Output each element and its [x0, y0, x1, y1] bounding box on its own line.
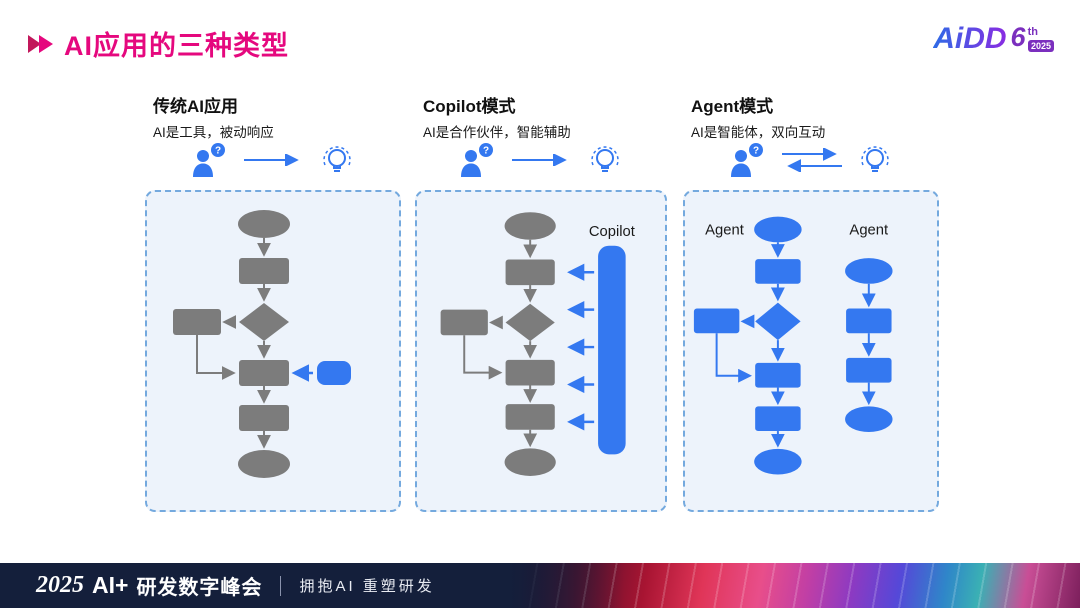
footer-event-name: 研发数字峰会 [136, 577, 263, 599]
column-copilot-header: Copilot模式 AI是合作伙伴，智能辅助 [415, 92, 667, 140]
footer-slogan: 拥抱AI 重塑研发 [299, 578, 435, 595]
footer-text: 2025 AI+ 研发数字峰会 拥抱AI 重塑研发 [36, 571, 435, 600]
ai-tool-node [317, 361, 351, 385]
lightbulb-icon [323, 146, 351, 172]
column-copilot: Copilot模式 AI是合作伙伴，智能辅助 ? [415, 92, 667, 512]
user-question-icon: ? [461, 143, 493, 177]
flow-step-rect [239, 258, 289, 284]
footer-artwork [510, 563, 1080, 608]
flow-step-rect [505, 259, 555, 286]
logo-wordmark: AiDD [933, 22, 1007, 55]
arrow-right-icon [244, 154, 299, 166]
flowchart-agent: Agent Agent [693, 216, 893, 475]
flow-start-ellipse [238, 210, 290, 238]
flow-end-ellipse [238, 450, 290, 478]
column-traditional: 传统AI应用 AI是工具，被动响应 ? [145, 92, 401, 512]
arrow-right-icon [512, 154, 567, 166]
panel-agent: Agent Agent [683, 190, 939, 512]
title-bullet-icon [28, 34, 53, 53]
footer-brand: AI+ [92, 572, 129, 598]
brand-logo: AiDD 6 th 2025 [933, 24, 1054, 54]
lightbulb-icon [591, 146, 619, 172]
column-agent-icons: ? [683, 136, 939, 184]
logo-edition: 6 th [1011, 24, 1038, 51]
flow-step-rect [755, 362, 801, 388]
column-agent-subtitle: AI是智能体，双向互动 [691, 125, 826, 140]
svg-text:?: ? [483, 146, 489, 157]
flow-end-ellipse [845, 406, 893, 433]
flow-end-ellipse [754, 448, 802, 475]
flow-step-rect [239, 360, 289, 386]
flow-step-rect [239, 405, 289, 431]
flow-branch-rect [693, 308, 740, 334]
flow-elbow-connector [463, 335, 503, 380]
flow-step-rect [846, 357, 892, 383]
flow-step-rect [755, 406, 801, 432]
lightbulb-icon [861, 146, 889, 172]
column-traditional-title: 传统AI应用 [153, 97, 238, 116]
column-traditional-subtitle: AI是工具，被动响应 [153, 125, 274, 140]
copilot-panel-label: Copilot [589, 224, 635, 240]
user-question-icon: ? [193, 143, 225, 177]
column-copilot-title: Copilot模式 [423, 97, 516, 116]
flow-decision-diamond [239, 303, 289, 341]
footer: 2025 AI+ 研发数字峰会 拥抱AI 重塑研发 [0, 563, 1080, 608]
flow-start-ellipse [754, 216, 802, 243]
header: AI应用的三种类型 [28, 24, 289, 63]
column-agent: Agent模式 AI是智能体，双向互动 ? Agent [683, 92, 939, 512]
flow-decision-diamond [505, 303, 555, 342]
flow-start-ellipse [504, 212, 556, 240]
flow-step-rect [505, 359, 555, 386]
svg-text:?: ? [215, 146, 221, 157]
flow-start-ellipse [845, 258, 893, 284]
column-agent-title: Agent模式 [691, 97, 774, 116]
flowchart-copilot: Copilot [440, 212, 635, 476]
column-traditional-header: 传统AI应用 AI是工具，被动响应 [145, 92, 401, 140]
svg-text:?: ? [753, 146, 759, 157]
flow-elbow-connector [715, 333, 753, 383]
page-title: AI应用的三种类型 [64, 31, 289, 61]
flow-step-rect [755, 259, 801, 284]
flow-decision-diamond [755, 302, 801, 341]
arrows-bidirectional-icon [782, 148, 842, 172]
flowchart-traditional [173, 210, 351, 478]
user-question-icon: ? [731, 143, 763, 177]
footer-divider [280, 575, 282, 596]
flow-branch-rect [173, 309, 221, 335]
logo-edition-number: 6 [1010, 22, 1026, 52]
footer-year: 2025 [36, 572, 84, 598]
logo-year-badge: 2025 [1027, 40, 1054, 52]
panel-copilot: Copilot [415, 190, 667, 512]
flow-elbow-connector [196, 335, 236, 380]
column-copilot-icons: ? [415, 136, 667, 184]
flow-end-ellipse [504, 448, 556, 476]
column-agent-header: Agent模式 AI是智能体，双向互动 [683, 92, 939, 140]
column-traditional-icons: ? [145, 136, 401, 184]
logo-edition-suffix: th [1027, 26, 1038, 38]
copilot-bar [598, 245, 626, 455]
flow-branch-rect [440, 309, 488, 336]
agent-right-label: Agent [849, 222, 888, 238]
agent-left-label: Agent [705, 222, 744, 238]
flow-step-rect [505, 404, 555, 430]
panel-traditional [145, 190, 401, 512]
flow-step-rect [846, 308, 892, 334]
column-copilot-subtitle: AI是合作伙伴，智能辅助 [423, 125, 571, 140]
